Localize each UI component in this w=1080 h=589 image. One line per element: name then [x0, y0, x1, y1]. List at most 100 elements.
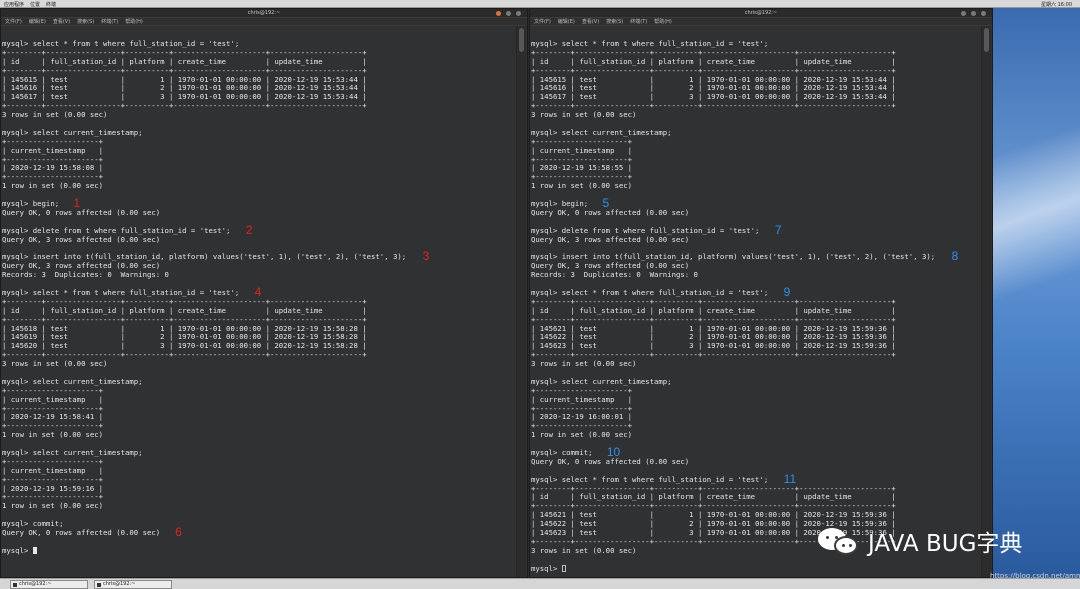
- panel-menu-applications[interactable]: 应用程序: [4, 2, 25, 8]
- terminal-line-text: | 2020-12-19 15:58:41 |: [2, 412, 104, 422]
- terminal-line-text: +---------------------+: [2, 421, 104, 431]
- terminal-line-text: +--------+-----------------+----------+-…: [531, 536, 896, 546]
- window-menubar: 文件(F) 编辑(E) 查看(V) 搜索(S) 终端(T) 帮助(H): [1, 18, 527, 26]
- window-titlebar[interactable]: chris@192:~: [1, 9, 527, 18]
- terminal-line-text: | 145619 | test | 2 | 1970-01-01 00:00:0…: [2, 332, 367, 342]
- close-button[interactable]: [516, 11, 521, 16]
- terminal-line-text: +--------+-----------------+----------+-…: [2, 350, 367, 360]
- scrollbar-thumb[interactable]: [519, 28, 524, 52]
- terminal-line: | current_timestamp |: [2, 465, 515, 476]
- panel-menu-places[interactable]: 位置: [30, 2, 41, 8]
- taskbar-item-terminal-1[interactable]: chris@192:~: [10, 580, 88, 589]
- terminal-line: +--------+-----------------+----------+-…: [531, 350, 980, 360]
- terminal-line: [2, 538, 515, 547]
- panel-clock[interactable]: 星期六 16:00: [1041, 2, 1072, 8]
- terminal-prompt-line: mysql> select * from t where full_statio…: [531, 40, 980, 49]
- terminal-prompt-line: mysql> delete from t where full_station_…: [531, 222, 980, 237]
- terminal-prompt-line: mysql> select current_timestamp;: [531, 128, 980, 138]
- menu-file[interactable]: 文件(F): [5, 19, 22, 25]
- terminal-line: +--------+-----------------+----------+-…: [531, 297, 980, 307]
- terminal-line-text: +---------------------+: [531, 421, 633, 431]
- step-annotation: 1: [73, 196, 81, 211]
- menu-view[interactable]: 查看(V): [581, 19, 600, 25]
- terminal-line-text: | 2020-12-19 15:59:16 |: [2, 483, 104, 493]
- step-annotation: 4: [254, 284, 262, 299]
- menu-file[interactable]: 文件(F): [534, 19, 551, 25]
- terminal-line-text: +---------------------+: [2, 474, 104, 484]
- terminal-cursor: [561, 564, 566, 572]
- terminal-line-text: | 145615 | test | 1 | 1970-01-01 00:00:0…: [531, 74, 896, 84]
- terminal-line: | id | full_station_id | platform | crea…: [531, 492, 980, 502]
- terminal-line: | id | full_station_id | platform | crea…: [531, 57, 980, 67]
- menu-edit[interactable]: 编辑(E): [557, 19, 575, 25]
- menu-terminal[interactable]: 终端(T): [630, 19, 648, 25]
- terminal-line-text: Query OK, 3 rows affected (0.00 sec): [531, 234, 690, 244]
- menu-search[interactable]: 搜索(S): [606, 19, 624, 25]
- window-title: chris@192:~: [744, 10, 778, 16]
- terminal-line-text: mysql>: [2, 545, 33, 555]
- terminal-line: Query OK, 3 rows affected (0.00 sec): [2, 235, 515, 245]
- terminal-line: | 145616 | test | 2 | 1970-01-01 00:00:0…: [531, 84, 980, 93]
- terminal-line: +--------+-----------------+----------+-…: [531, 501, 980, 511]
- step-annotation: 7: [774, 222, 782, 237]
- window-titlebar[interactable]: chris@192:~: [530, 9, 992, 18]
- terminal-line-text: +--------+-----------------+----------+-…: [2, 47, 367, 57]
- window-menubar: 文件(F) 编辑(E) 查看(V) 搜索(S) 终端(T) 帮助(H): [530, 18, 992, 26]
- terminal-window-right[interactable]: chris@192:~ 文件(F) 编辑(E) 查看(V) 搜索(S) 终端(T…: [529, 8, 993, 578]
- terminal-line: | current_timestamp |: [531, 145, 980, 156]
- terminal-line-text: +---------------------+: [2, 403, 104, 413]
- menu-terminal[interactable]: 终端(T): [101, 19, 119, 25]
- terminal-line: +---------------------+: [2, 386, 515, 396]
- terminal-line: Query OK, 3 rows affected (0.00 sec): [531, 234, 980, 245]
- terminal-line-text: mysql> select current_timestamp;: [2, 127, 143, 137]
- maximize-button[interactable]: [971, 11, 976, 16]
- terminal-line-text: | current_timestamp |: [2, 465, 104, 475]
- terminal-output[interactable]: mysql> select * from t where full_statio…: [1, 40, 515, 577]
- minimize-button[interactable]: [961, 11, 966, 16]
- terminal-output[interactable]: mysql> select * from t where full_statio…: [530, 40, 980, 577]
- terminal-line-text: 3 rows in set (0.00 sec): [2, 110, 108, 120]
- terminal-line: | 145616 | test | 2 | 1970-01-01 00:00:0…: [2, 84, 515, 93]
- terminal-line: | 145618 | test | 1 | 1970-01-01 00:00:0…: [2, 324, 515, 334]
- terminal-line-text: | 145621 | test | 1 | 1970-01-01 00:00:0…: [531, 510, 896, 520]
- terminal-line-text: +--------+-----------------+----------+-…: [531, 350, 896, 360]
- terminal-line-text: | current_timestamp |: [531, 145, 633, 155]
- scrollbar[interactable]: [981, 26, 991, 577]
- url-watermark: https://blog.csdn.net/ammyk91: [990, 572, 1080, 580]
- terminal-line: | 2020-12-19 15:59:16 |: [2, 483, 515, 494]
- terminal-line: | 145615 | test | 1 | 1970-01-01 00:00:0…: [2, 75, 515, 85]
- watermark: JAVA BUG字典: [818, 524, 1022, 558]
- menu-edit[interactable]: 编辑(E): [28, 19, 46, 25]
- terminal-line-text: | 145622 | test | 2 | 1970-01-01 00:00:0…: [531, 519, 896, 529]
- maximize-button[interactable]: [506, 11, 511, 16]
- terminal-line-text: Query OK, 0 rows affected (0.00 sec): [2, 527, 161, 537]
- terminal-line-text: | 145620 | test | 3 | 1970-01-01 00:00:0…: [2, 341, 367, 351]
- terminal-line-text: +---------------------+: [2, 492, 104, 502]
- terminal-line-text: mysql> select * from t where full_statio…: [531, 474, 769, 484]
- desktop-background: [993, 8, 1080, 578]
- terminal-line-text: | 145623 | test | 3 | 1970-01-01 00:00:0…: [531, 341, 896, 351]
- terminal-line: +--------+-----------------+----------+-…: [2, 350, 515, 360]
- menu-help[interactable]: 帮助(H): [125, 19, 143, 25]
- close-button[interactable]: [981, 11, 986, 16]
- menu-search[interactable]: 搜索(S): [77, 19, 95, 25]
- terminal-line: 3 rows in set (0.00 sec): [531, 110, 980, 120]
- terminal-line-text: | 145616 | test | 2 | 1970-01-01 00:00:0…: [531, 83, 896, 93]
- terminal-line-text: +---------------------+: [2, 154, 104, 164]
- terminal-line-text: mysql> delete from t where full_station_…: [531, 225, 760, 235]
- terminal-line-text: Query OK, 3 rows affected (0.00 sec): [531, 261, 690, 271]
- taskbar-item-terminal-2[interactable]: chris@192:~: [94, 580, 172, 589]
- menu-view[interactable]: 查看(V): [52, 19, 71, 25]
- terminal-line-text: +--------+-----------------+----------+-…: [531, 65, 896, 75]
- terminal-window-left[interactable]: chris@192:~ 文件(F) 编辑(E) 查看(V) 搜索(S) 终端(T…: [0, 8, 528, 578]
- step-annotation: 2: [245, 222, 253, 237]
- menu-help[interactable]: 帮助(H): [654, 19, 672, 25]
- terminal-line: +--------+-----------------+----------+-…: [2, 66, 515, 76]
- step-annotation: 3: [422, 249, 430, 264]
- minimize-button[interactable]: [496, 11, 501, 16]
- terminal-line-text: +---------------------+: [2, 172, 104, 182]
- scrollbar[interactable]: [516, 26, 526, 577]
- panel-menu-terminal[interactable]: 终端: [46, 2, 57, 8]
- terminal-line: +--------+-----------------+----------+-…: [531, 65, 980, 76]
- scrollbar-thumb[interactable]: [984, 28, 989, 52]
